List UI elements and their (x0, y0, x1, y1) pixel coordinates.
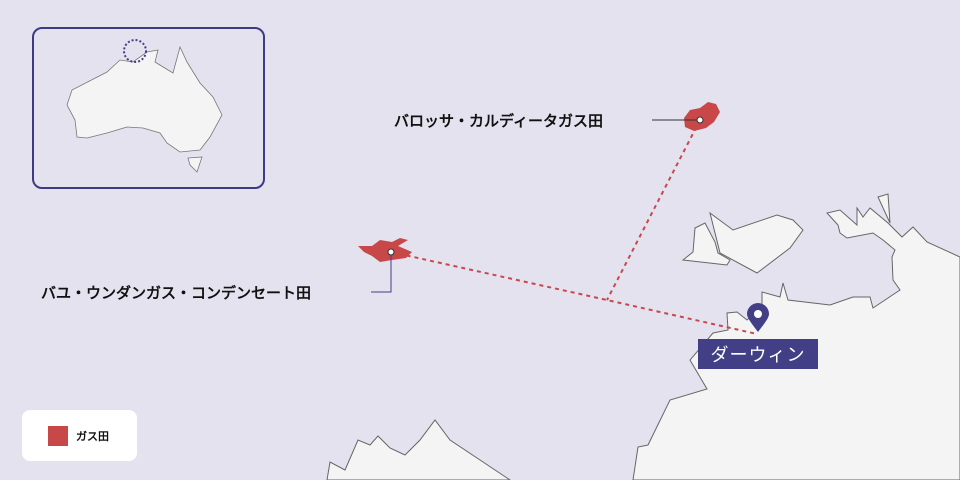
legend: ガス田 (22, 410, 137, 461)
bayu-undan-point (387, 248, 395, 256)
inset-map (32, 27, 265, 189)
barossa-point (696, 116, 704, 124)
spike-island (877, 193, 891, 224)
timor-coast (326, 419, 511, 480)
gas-field-barossa (684, 102, 720, 131)
bayu-undan-label: バユ・ウンダンガス・コンデンセート田 (41, 284, 312, 302)
gas-field-swatch (48, 425, 68, 446)
pipeline-bayu-undan (390, 251, 758, 335)
barossa-label: バロッサ・カルディータガス田 (394, 112, 603, 130)
gas-field-bayu-undan (358, 238, 412, 262)
legend-label: ガス田 (76, 429, 109, 443)
melville-island (709, 211, 804, 274)
darwin-label: ダーウィン (698, 339, 818, 369)
map-pin-icon[interactable] (747, 303, 769, 332)
bathurst-island (681, 222, 731, 266)
pipeline-barossa (606, 119, 701, 301)
bayu-undan-leader-line (371, 255, 392, 293)
